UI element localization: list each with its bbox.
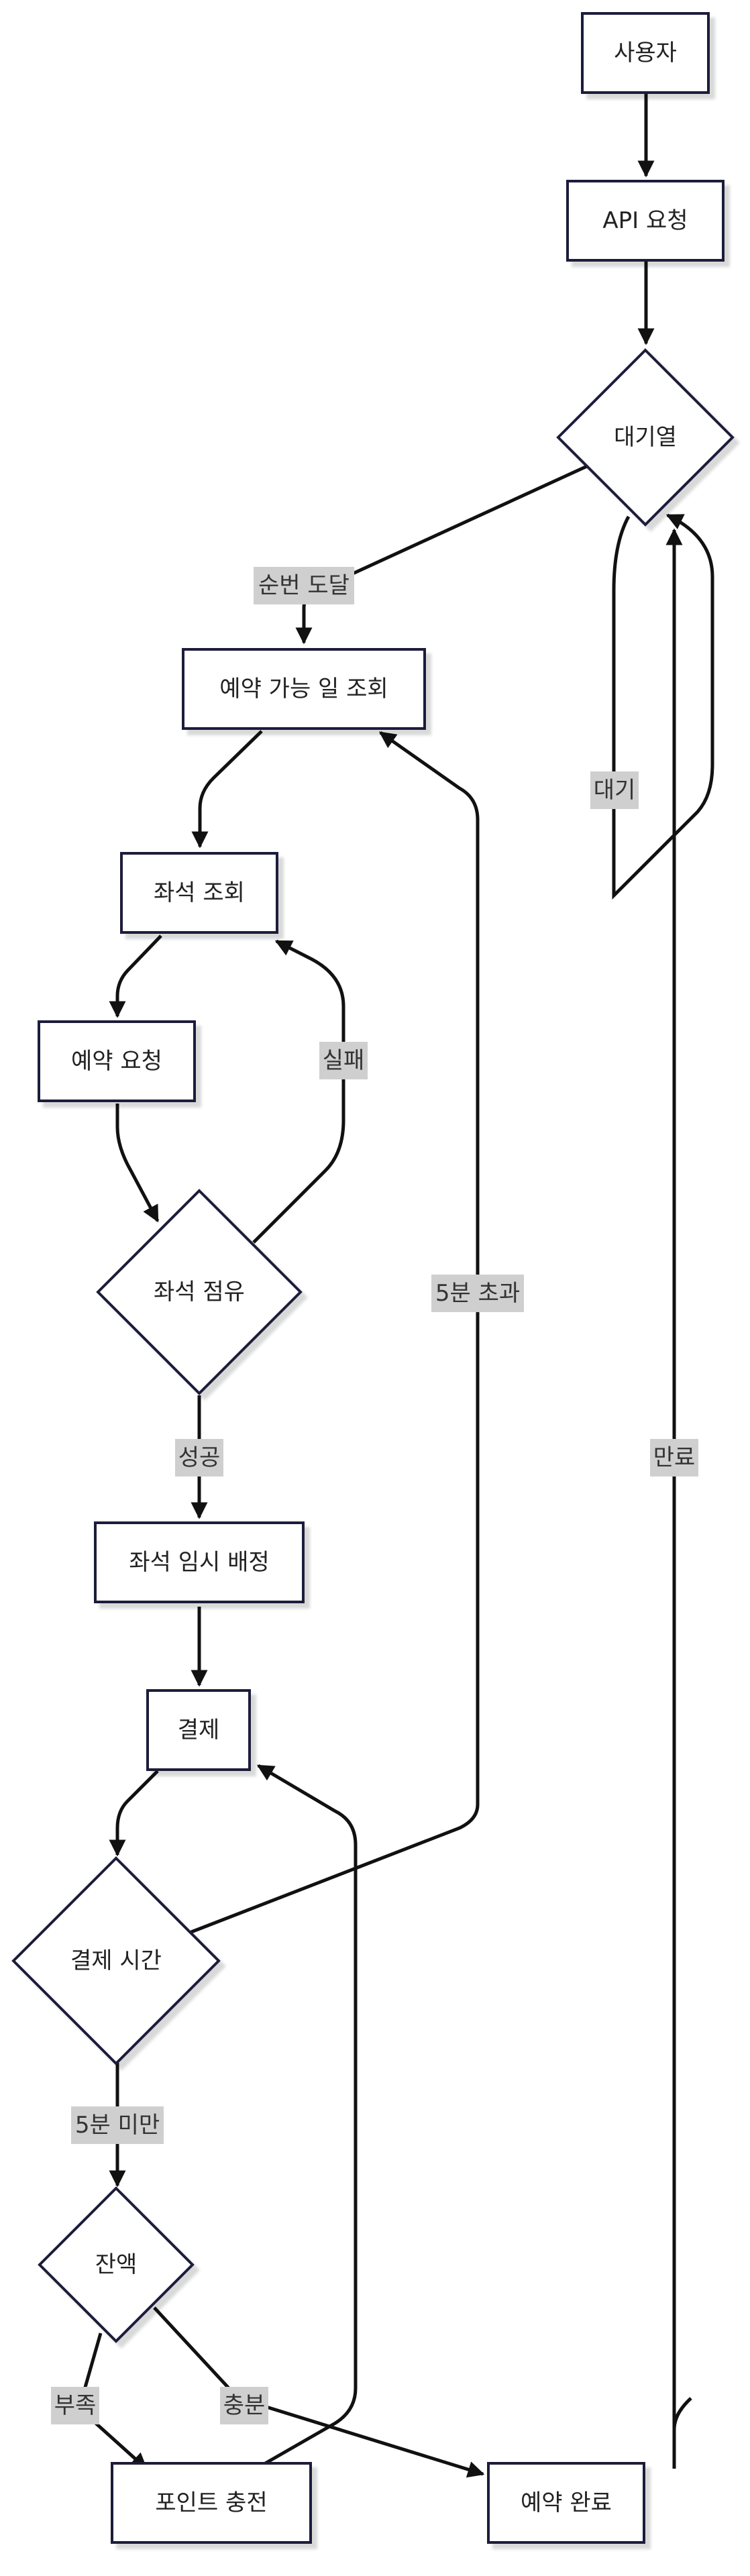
edge-label-insufficient-text: 부족 [54,2392,97,2419]
edge-label-success: 성공 [175,1439,223,1477]
edge-labels: 순번 도달 대기 실패 성공 5분 초과 만료 5분 미만 부족 [51,567,698,2424]
edge-date-to-seat-lookup [191,730,263,849]
edge-reserve-request-to-seat-hold [115,1104,160,1223]
edge-label-insufficient: 부족 [51,2387,99,2424]
edge-label-over-5min: 5분 초과 [431,1275,524,1312]
edge-reservation-done-expired-to-queue [665,528,692,2469]
node-queue-label: 대기열 [614,424,677,451]
node-api-request-label: API 요청 [602,207,688,234]
edge-label-under-5min: 5분 미만 [71,2106,164,2144]
edge-label-under-5min-text: 5분 미만 [75,2112,160,2139]
node-seat-hold: 좌석 점유 [96,1189,303,1395]
node-date-lookup-label: 예약 가능 일 조회 [219,676,388,702]
node-temp-assign: 좌석 임시 배정 [94,1521,305,1603]
edge-label-expired-text: 만료 [653,1444,696,1471]
edge-label-failure: 실패 [319,1042,368,1079]
edge-queue-wait-loop [612,513,714,900]
node-user-label: 사용자 [614,40,677,66]
edge-label-success-text: 성공 [178,1444,221,1471]
edge-label-wait: 대기 [590,771,639,809]
edge-label-turn-reached: 순번 도달 [254,567,354,604]
node-queue: 대기열 [556,348,735,527]
node-reserve-request-label: 예약 요청 [71,1048,162,1075]
edge-point-charge-to-payment [256,1764,358,2469]
node-api-request: API 요청 [566,180,725,262]
node-point-charge: 포인트 충전 [111,2462,312,2544]
node-seat-hold-label: 좌석 점유 [154,1279,245,1305]
edge-queue-to-date-lookup [295,464,588,645]
edge-label-wait-text: 대기 [594,777,636,804]
nodes: 사용자 API 요청 대기열 예약 가능 일 조회 좌석 조회 예약 요청 좌석… [11,12,735,2544]
edge-seat-hold-failure-to-seat-lookup [252,939,345,1244]
edge-label-over-5min-text: 5분 초과 [435,1280,520,1307]
node-reservation-done-label: 예약 완료 [521,2489,612,2516]
edge-label-sufficient: 충분 [220,2387,268,2424]
node-seat-lookup-label: 좌석 조회 [154,879,245,906]
node-balance: 잔액 [38,2186,195,2343]
edge-label-sufficient-text: 충분 [223,2392,266,2419]
node-payment: 결제 [146,1689,251,1771]
node-balance-label: 잔액 [95,2251,138,2278]
node-date-lookup: 예약 가능 일 조회 [182,648,426,730]
node-user: 사용자 [581,12,710,94]
edge-payment-to-payment-time [109,1770,159,1857]
node-temp-assign-label: 좌석 임시 배정 [129,1549,269,1576]
node-reserve-request: 예약 요청 [38,1020,196,1102]
edge-label-failure-text: 실패 [323,1047,365,1074]
node-point-charge-label: 포인트 충전 [155,2489,267,2516]
edge-label-turn-reached-text: 순번 도달 [258,572,350,599]
edge-seat-to-reserve-request [109,934,162,1018]
node-payment-time-label: 결제 시간 [70,1947,162,1974]
node-payment-time: 결제 시간 [11,1856,221,2065]
node-payment-label: 결제 [178,1717,220,1743]
node-seat-lookup: 좌석 조회 [120,852,278,934]
edge-balance-sufficient-to-reservation-done [153,2306,485,2478]
node-reservation-done: 예약 완료 [487,2462,645,2544]
edge-label-expired: 만료 [650,1439,698,1477]
